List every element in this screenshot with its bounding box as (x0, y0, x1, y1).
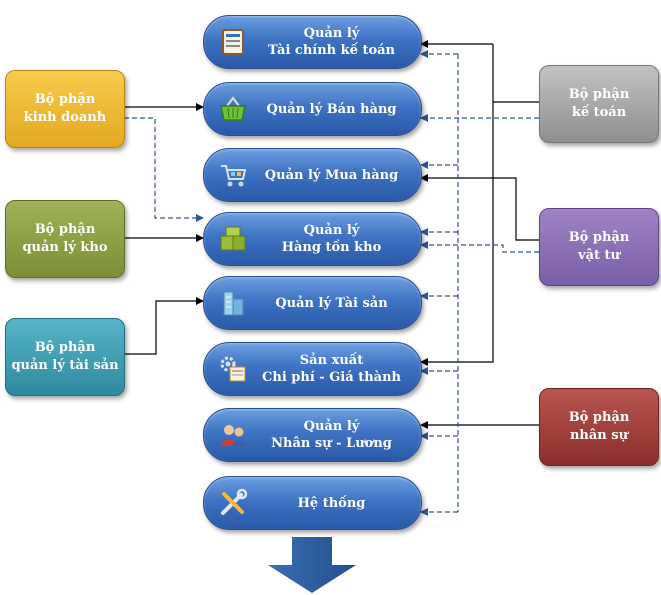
module-tai-san[interactable]: Quản lý Tài sản (203, 276, 422, 330)
down-arrow-icon (268, 537, 356, 593)
warehouse-boxes-icon (220, 226, 246, 251)
module-ban-hang[interactable]: Quản lý Bán hàng (203, 82, 422, 136)
dash-kinhdoanh-tonkho (117, 114, 204, 222)
module-mua-hang[interactable]: Quản lý Mua hàng (203, 148, 422, 202)
line-ketoan-trunk (420, 101, 539, 366)
module-he-thong[interactable]: Hệ thống (203, 476, 422, 530)
dash-vattu-tonkho (420, 241, 546, 256)
line-taisan (117, 297, 204, 358)
shopping-cart-icon (221, 165, 247, 187)
production-gear-icon (220, 356, 246, 382)
shopping-basket-icon (220, 96, 246, 121)
accounting-book-icon (222, 29, 244, 55)
people-icon (221, 425, 246, 447)
buildings-icon (223, 291, 244, 316)
line-vattu-muahang (420, 174, 539, 241)
tools-icon (221, 488, 248, 515)
